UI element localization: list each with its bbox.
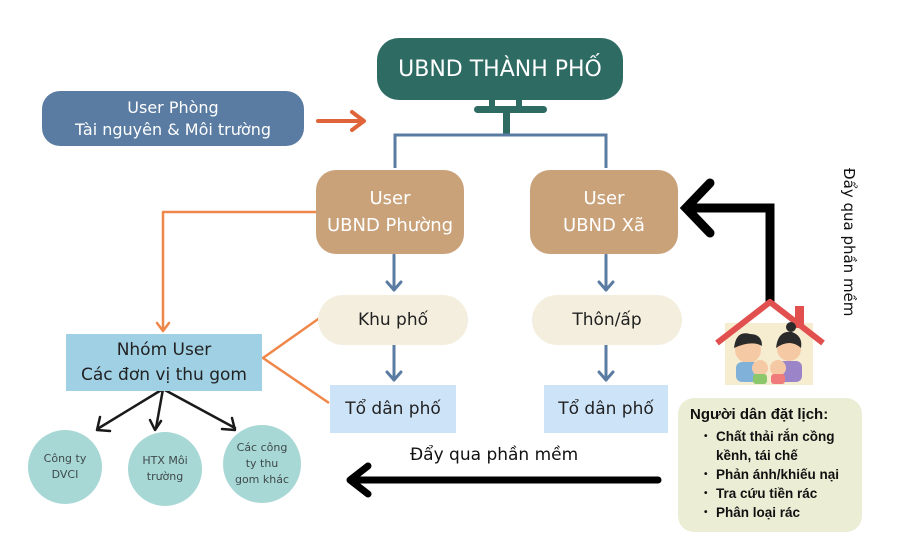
collector-htx-label: HTX Môi trường (142, 454, 188, 483)
ward-user-node: User UBND Phường (316, 170, 464, 254)
citizen-box-title: Người dân đặt lịch: (690, 406, 829, 423)
citizen-services-box: Người dân đặt lịch: Chất thải rắn cồng k… (678, 398, 862, 532)
tnmt-line2: Tài nguyên & Môi trường (75, 119, 271, 139)
to-dan-pho-commune-node: Tổ dân phố (544, 385, 668, 433)
citizen-service-item: Tra cứu tiền rác (704, 484, 854, 503)
citizen-service-item: Chất thải rắn cồng kềnh, tái chế (704, 427, 854, 465)
to-dan-pho-commune-label: Tổ dân phố (558, 399, 654, 419)
push-label-vertical: Đẩy qua phần mềm (840, 168, 858, 317)
khu-pho-label: Khu phố (357, 310, 429, 330)
to-dan-pho-ward-node: Tổ dân phố (330, 385, 456, 433)
khu-pho-node: Khu phố (318, 295, 468, 345)
citizen-service-item: Phản ánh/khiếu nại (704, 465, 854, 484)
to-dan-pho-ward-label: Tổ dân phố (345, 399, 441, 419)
group-line1: Nhóm User (116, 339, 212, 360)
collector-others: Các công ty thu gom khác (223, 425, 301, 503)
ward-line1: User (369, 188, 411, 209)
tnmt-to-city-arrow (316, 110, 366, 132)
collector-others-label: Các công ty thu gom khác (234, 441, 290, 486)
tnmt-user-node: User Phòng Tài nguyên & Môi trường (42, 91, 304, 146)
citizen-service-item: Phân loại rác (704, 503, 854, 522)
khupho-to-tdp-arrow (385, 343, 403, 382)
thonap-to-tdp-arrow (597, 342, 615, 382)
group-to-khupho-tdp-link (260, 315, 330, 405)
city-branch-line (393, 133, 608, 168)
group-to-collectors-arrows (95, 387, 237, 433)
commune-to-thonap-arrow (597, 253, 615, 292)
collector-group-node: Nhóm User Các đơn vị thu gom (66, 334, 262, 391)
group-line2: Các đơn vị thu gom (81, 364, 247, 385)
thon-ap-label: Thôn/ấp (572, 310, 642, 330)
collector-dvci-label: Công ty DVCI (43, 452, 87, 481)
city-node: UBND THÀNH PHỐ (377, 38, 623, 100)
push-label-horizontal: Đẩy qua phần mềm (410, 445, 579, 465)
thon-ap-node: Thôn/ấp (532, 295, 682, 345)
ward-line2: UBND Phường (326, 215, 454, 236)
ward-to-khupho-arrow (385, 253, 403, 292)
collector-dvci: Công ty DVCI (28, 430, 102, 504)
ward-to-group-link (155, 210, 318, 333)
commune-user-node: User UBND Xã (530, 170, 678, 254)
collector-htx: HTX Môi trường (128, 432, 202, 506)
city-connector-stand (474, 99, 547, 134)
citizen-to-commune-arrow (679, 178, 775, 305)
citizen-services-list: Chất thải rắn cồng kềnh, tái chế Phản án… (690, 427, 854, 522)
commune-line2: UBND Xã (563, 215, 645, 236)
family-house-icon (715, 299, 825, 385)
commune-line1: User (583, 188, 625, 209)
citizen-to-collectors-arrow (346, 462, 662, 498)
city-node-label: UBND THÀNH PHỐ (398, 56, 602, 82)
tnmt-line1: User Phòng (127, 97, 219, 117)
